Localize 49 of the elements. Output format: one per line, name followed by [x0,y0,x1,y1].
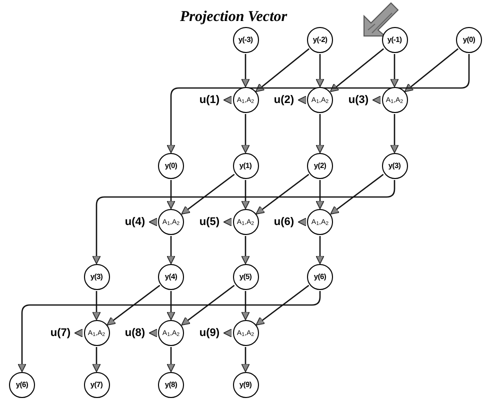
arrow [166,347,176,372]
output-label: u(4) [124,216,146,228]
arrow [92,291,101,320]
arrow [256,174,310,214]
arrow [390,114,399,154]
output-label: u(1) [199,94,220,106]
arrow [166,54,470,154]
arrow [241,236,250,264]
arrow [166,236,176,264]
arrow [316,54,324,88]
arrow [330,174,384,214]
arrow [92,347,101,372]
arrow [92,180,396,264]
arrow [181,284,235,326]
arrow [298,96,307,104]
arrow [372,96,382,104]
arrow [223,218,232,226]
output-label: u(5) [199,216,220,228]
arrow [148,218,158,226]
arrow [316,236,324,264]
arrow [256,284,310,326]
arrow [148,328,158,338]
arrow [241,180,250,210]
arrow [255,48,310,92]
output-label: u(9) [199,328,220,338]
arrow [241,291,250,320]
arrow [241,114,250,154]
arrow [223,96,232,104]
arrow [298,218,307,226]
arrow [330,48,384,92]
arrow [404,48,458,92]
arrow [18,291,321,372]
arrow [390,54,399,88]
arrow [181,174,235,214]
arrow [166,180,176,210]
arrow [74,328,84,338]
arrow [316,180,324,210]
output-label: u(6) [274,216,294,228]
output-label: u(7) [50,328,71,338]
title: Projection Vector [180,8,288,27]
arrow [106,284,160,326]
arrow [241,347,250,372]
arrow [166,291,176,320]
arrow [223,328,232,338]
arrow [241,54,250,88]
output-label: u(2) [274,94,294,106]
output-label: u(8) [124,328,146,338]
arrow [316,114,324,154]
output-label: u(3) [348,94,369,106]
